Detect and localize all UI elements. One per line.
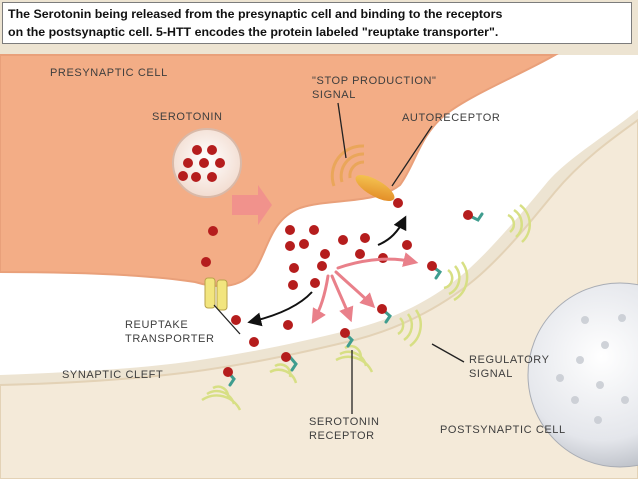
label-receptor-line-2: RECEPTOR [309,430,375,442]
caption-box: The Serotonin being released from the pr… [2,2,632,44]
label-synaptic-cleft: SYNAPTIC CLEFT [62,369,164,381]
regulatory-signal-waves [201,203,532,411]
label-reuptake-line-2: TRANSPORTER [125,333,215,345]
label-reuptake-transporter: REUPTAKE TRANSPORTER [125,318,215,346]
vesicle-serotonin-dots [178,145,225,182]
label-reuptake-line-1: REUPTAKE [125,319,189,331]
diffusion-arrows [311,252,419,324]
postsynaptic-cell [0,118,638,479]
label-serotonin: SEROTONIN [152,111,223,123]
label-stop-line-1: "STOP PRODUCTION" [312,75,437,87]
sphere-dimples [556,314,629,424]
label-regulatory-line-1: REGULATORY [469,354,550,366]
label-autoreceptor: AUTORECEPTOR [402,112,501,124]
autoreceptor-shape [355,175,395,201]
stop-signal-waves [330,144,365,187]
label-postsynaptic-cell: POSTSYNAPTIC CELL [440,424,566,436]
label-serotonin-receptor: SEROTONIN RECEPTOR [309,415,380,443]
label-stop-line-2: SIGNAL [312,89,356,101]
white-sphere [527,282,638,468]
reuptake-arrows [247,215,407,327]
reuptake-transporter-shape [204,277,228,311]
caption-line-1: The Serotonin being released from the pr… [8,7,503,21]
presynaptic-cell [0,54,559,288]
leader-lines [213,102,465,414]
label-regulatory-line-2: SIGNAL [469,368,513,380]
label-regulatory-signal: REGULATORY SIGNAL [469,353,550,381]
caption-line-2: on the postsynaptic cell. 5-HTT encodes … [8,25,499,39]
label-receptor-line-1: SEROTONIN [309,416,380,428]
label-presynaptic-cell: PRESYNAPTIC CELL [50,67,168,79]
release-arrow [232,185,272,225]
label-stop-production-signal: "STOP PRODUCTION" SIGNAL [312,74,437,102]
cleft-serotonin-dots [201,198,473,377]
